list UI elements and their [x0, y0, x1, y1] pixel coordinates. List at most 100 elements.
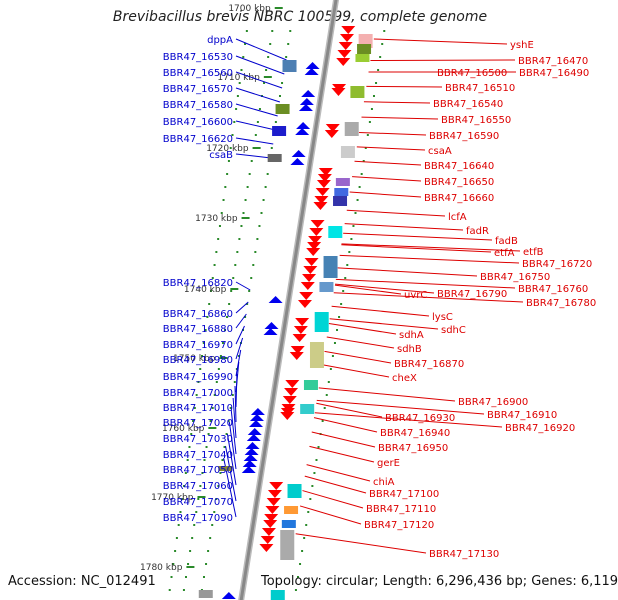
reverse-gene-label: BBR47_16620: [163, 134, 233, 145]
guide-dot: [362, 160, 365, 162]
forward-gene-label: sdhC: [441, 325, 466, 336]
guide-dot: [197, 498, 200, 500]
guide-dot: [368, 121, 371, 123]
guide-dot: [274, 121, 277, 123]
guide-dot: [222, 199, 225, 201]
callout-line: [235, 103, 278, 117]
forward-gene-arrow: [299, 292, 314, 300]
callout-line: [235, 55, 285, 75]
forward-gene-label: fadB: [495, 236, 518, 247]
reverse-gene-arrow: [245, 442, 260, 449]
guide-dot: [305, 524, 308, 526]
gene-block: [314, 312, 329, 332]
guide-dot: [323, 407, 326, 409]
guide-dot: [258, 225, 261, 227]
guide-dot: [232, 277, 235, 279]
guide-dot: [203, 459, 206, 461]
guide-dot: [211, 524, 214, 526]
guide-dot: [296, 576, 299, 578]
guide-dot: [262, 199, 265, 201]
guide-dot: [315, 459, 318, 461]
forward-gene-arrow: [317, 174, 332, 182]
guide-dot: [366, 134, 369, 136]
guide-dot: [331, 355, 334, 357]
topology-text: Topology: circular; Length: 6,296,436 bp…: [261, 574, 618, 589]
forward-gene-arrow: [331, 88, 346, 96]
gene-block: [355, 54, 370, 62]
reverse-gene-arrow: [268, 296, 283, 303]
forward-gene-arrow: [264, 514, 279, 522]
guide-dot: [294, 589, 297, 591]
forward-gene-arrow: [293, 326, 308, 334]
reverse-gene-arrow: [244, 448, 259, 455]
forward-gene-arrow: [292, 334, 307, 342]
guide-dot: [333, 342, 336, 344]
callout-line: [235, 87, 281, 103]
guide-dot: [211, 407, 214, 409]
accession-text: Accession: NC_012491: [8, 574, 156, 589]
reverse-gene-label: BBR47_16580: [163, 100, 233, 111]
reverse-gene-label: dppA: [207, 35, 233, 46]
callout-line: [235, 38, 287, 61]
guide-dot: [226, 173, 229, 175]
kbp-tick-label: 1780 kbp: [140, 563, 183, 573]
guide-dot: [372, 95, 375, 97]
reverse-gene-arrow: [298, 104, 313, 111]
forward-gene-arrow: [336, 58, 351, 66]
guide-dot: [238, 238, 241, 240]
guide-dot: [379, 56, 382, 58]
forward-gene-label: BBR47_16650: [424, 177, 494, 188]
forward-gene-label: BBR47_17100: [369, 489, 439, 500]
forward-gene-label: BBR47_17130: [429, 549, 499, 560]
gene-block: [287, 484, 302, 498]
guide-dot: [177, 524, 180, 526]
guide-dot: [356, 199, 359, 201]
callout-line: [352, 176, 422, 182]
gene-features: [198, 26, 373, 600]
forward-gene-arrow: [289, 352, 304, 360]
guide-dot: [325, 394, 328, 396]
guide-dot: [201, 355, 204, 357]
callout-line: [235, 71, 283, 89]
callout-line: [349, 191, 422, 198]
guide-dot: [245, 30, 248, 32]
guide-dot: [258, 108, 261, 110]
forward-gene-arrow: [325, 124, 340, 132]
guide-dot: [260, 212, 263, 214]
guide-dot: [336, 329, 339, 331]
kbp-tick-label: 1750 kbp: [173, 354, 216, 364]
forward-gene-label: lysC: [432, 312, 453, 323]
forward-gene-arrow: [324, 130, 339, 138]
forward-gene-arrow: [338, 42, 353, 50]
reverse-gene-label: BBR47_17040: [163, 450, 233, 461]
forward-gene-arrow: [341, 26, 356, 34]
guide-dot: [242, 56, 245, 58]
forward-gene-arrow: [308, 236, 323, 244]
reverse-gene-label: BBR47_17060: [163, 481, 233, 492]
guide-dot: [217, 238, 220, 240]
callout-line: [313, 417, 378, 433]
reverse-gene-label: BBR47_16880: [163, 324, 233, 335]
guide-dot: [195, 394, 198, 396]
guide-dot: [299, 563, 302, 565]
forward-gene-arrow: [285, 380, 300, 388]
reverse-gene-label: BBR47_17020: [163, 418, 233, 429]
reverse-gene-label: BBR47_16990: [163, 372, 233, 383]
reverse-gene-arrow: [264, 322, 279, 329]
gene-block: [357, 44, 372, 54]
guide-dot: [234, 264, 237, 266]
guide-dot: [311, 485, 314, 487]
forward-gene-label: BBR47_16660: [424, 193, 494, 204]
forward-gene-label: yshE: [510, 40, 534, 51]
callout-line: [333, 292, 524, 303]
callout-line: [341, 243, 521, 252]
diagram-title: Brevibacillus brevis NBRC 100599, comple…: [112, 9, 488, 25]
guide-dot: [213, 394, 216, 396]
guide-dot: [242, 212, 245, 214]
forward-gene-arrow: [314, 196, 329, 204]
guide-dot: [348, 251, 351, 253]
callout-line: [326, 336, 395, 349]
guide-dot: [217, 485, 220, 487]
guide-dot: [213, 511, 216, 513]
